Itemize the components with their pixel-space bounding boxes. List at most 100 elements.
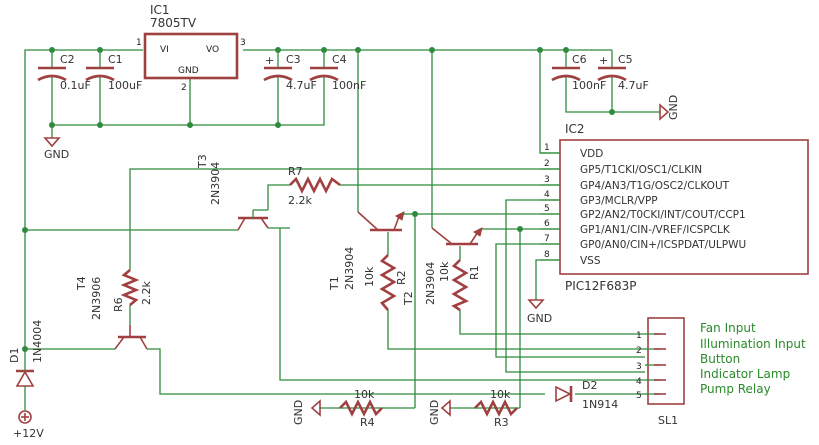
ground-icon: [527, 299, 545, 310]
t3-value: 2N3904: [209, 162, 222, 205]
c2-name: C2: [60, 53, 75, 66]
r4-zigzag: [339, 399, 383, 417]
resistor-r1[interactable]: 10k R1: [438, 259, 481, 312]
d2-value: 1N914: [582, 398, 618, 411]
cap-plate-curved: [597, 74, 627, 82]
resistor-r7[interactable]: R7 2.2k: [288, 165, 341, 207]
junction-dot: [187, 122, 193, 128]
junction-dot: [429, 47, 435, 53]
gnd-symbol-r3: GND: [428, 399, 451, 425]
c6-name: C6: [572, 53, 587, 66]
ic1-name: IC1: [150, 3, 170, 17]
t4-value: 2N3906: [90, 277, 103, 320]
ic1-pin1-num: 1: [136, 38, 142, 48]
supply-label: +12V: [13, 427, 44, 440]
c2-value: 0.1uF: [60, 79, 91, 92]
ic2-pic[interactable]: IC2 PIC12F683P 1 VDD 2 GP5/T1CKI/OSC1/CL…: [540, 122, 809, 293]
ground-icon: [43, 137, 61, 148]
resistor-r4[interactable]: 10k R4: [339, 388, 383, 429]
resistor-r2[interactable]: 10k R2: [363, 254, 408, 311]
t3-name: T3: [196, 154, 209, 169]
ic2-pin-name: GP5/T1CKI/OSC1/CLKIN: [580, 164, 702, 176]
ic2-pin-num: 4: [544, 190, 550, 200]
resistor-r3[interactable]: 10k R3: [474, 388, 518, 429]
junction-dot: [97, 47, 103, 53]
diode-d2[interactable]: D2 1N914: [555, 379, 618, 411]
connector-sl1[interactable]: SL1 1 Fan Input 2 Illumination Input 3 B…: [636, 317, 806, 427]
junction-dot: [22, 346, 28, 352]
transistor-t1[interactable]: T1 2N3904: [328, 211, 405, 291]
ic1-regulator[interactable]: IC1 7805TV VI VO GND 1 3 2: [136, 3, 246, 93]
wire-pin2-t4: [129, 168, 560, 270]
cap-c3[interactable]: + C3 4.7uF: [263, 53, 317, 95]
sl1-pin-label: Fan Input: [700, 321, 756, 335]
cap-c6[interactable]: C6 100nF: [551, 53, 606, 92]
sl1-pin-label: Indicator Lamp: [700, 367, 790, 381]
t2-value: 2N3904: [424, 262, 437, 305]
junction-dot: [22, 227, 28, 233]
r7-zigzag: [289, 176, 341, 194]
ic2-pin-num: 3: [544, 175, 550, 185]
cap-plate-curved: [37, 74, 67, 82]
t4-name: T4: [75, 276, 88, 291]
transistor-t4[interactable]: T4 2N3906: [75, 276, 148, 350]
junction-dot: [517, 226, 523, 232]
junction-dot: [275, 47, 281, 53]
t2-name: T2: [402, 291, 415, 306]
junction-dot: [321, 47, 327, 53]
wires: [24, 49, 660, 410]
c3-name: C3: [286, 53, 301, 66]
gnd-label: GND: [428, 400, 441, 425]
gnd-symbol-r4: GND: [292, 399, 321, 425]
cap-c4[interactable]: C4 100nF: [309, 53, 366, 95]
cap-plate-curved: [85, 74, 115, 82]
t1-name: T1: [328, 276, 341, 291]
c3-value: 4.7uF: [286, 79, 317, 92]
supply-12v: +12V: [13, 410, 44, 440]
gnd-label: GND: [527, 312, 552, 325]
diode-d1[interactable]: D1 1N4004: [8, 320, 44, 392]
resistor-r6[interactable]: R6 2.2k: [112, 269, 153, 312]
r7-value: 2.2k: [288, 194, 312, 207]
t3-lead: [237, 217, 246, 231]
ic2-pin-num: 2: [544, 159, 550, 169]
t1-lead: [357, 211, 379, 231]
ic2-pin-name: GP0/AN0/CIN+/ICSPDAT/ULPWU: [580, 239, 746, 251]
gnd-symbol-left: GND: [43, 137, 69, 161]
ic2-pin-name: GP4/AN3/T1G/OSC2/CLKOUT: [580, 180, 730, 192]
ic2-pin-num: 8: [544, 250, 550, 260]
r3-value: 10k: [490, 388, 511, 401]
ic1-pin3-num: 3: [240, 38, 246, 48]
d1-name: D1: [8, 348, 21, 363]
t1-value: 2N3904: [343, 247, 356, 290]
ic2-pin-name: GP1/AN1/CIN-/VREF/ICSPCLK: [580, 224, 731, 236]
wire-t4-d2: [147, 348, 545, 395]
junction-dot: [412, 211, 418, 217]
cap-c2[interactable]: C2 0.1uF: [37, 53, 91, 95]
ground-icon: [310, 399, 321, 417]
ic1-pin2-num: 2: [181, 83, 187, 93]
t3-lead: [260, 217, 269, 229]
wire-t3-lamp: [279, 228, 645, 381]
sl1-pin-num: 3: [636, 362, 642, 372]
ic2-pin-num: 7: [544, 234, 550, 244]
ic2-name: IC2: [565, 122, 585, 136]
wire-gnd-rail-left: [51, 95, 325, 126]
r4-value: 10k: [354, 388, 375, 401]
t4-lead: [114, 336, 125, 350]
junction-dot: [275, 122, 281, 128]
wire-vin-rail: [24, 49, 143, 235]
ic2-pin-num: 6: [544, 219, 550, 229]
wire-pin7: [495, 243, 645, 358]
ic2-pin-name: GP3/MCLR/VPP: [580, 195, 658, 207]
cap-c1[interactable]: C1 100uF: [85, 53, 142, 95]
transistor-t3[interactable]: T3 2N3904: [196, 154, 269, 231]
ic2-pin-name: VDD: [580, 148, 603, 160]
d2-name: D2: [582, 379, 597, 392]
c1-name: C1: [108, 53, 123, 66]
ic2-pin-num: 1: [544, 143, 550, 153]
ic2-pin-name: VSS: [580, 255, 601, 267]
cap-c5[interactable]: + C5 4.7uF: [597, 53, 649, 92]
transistor-t2[interactable]: T2 2N3904: [402, 227, 483, 306]
wire-pin4: [505, 199, 645, 373]
